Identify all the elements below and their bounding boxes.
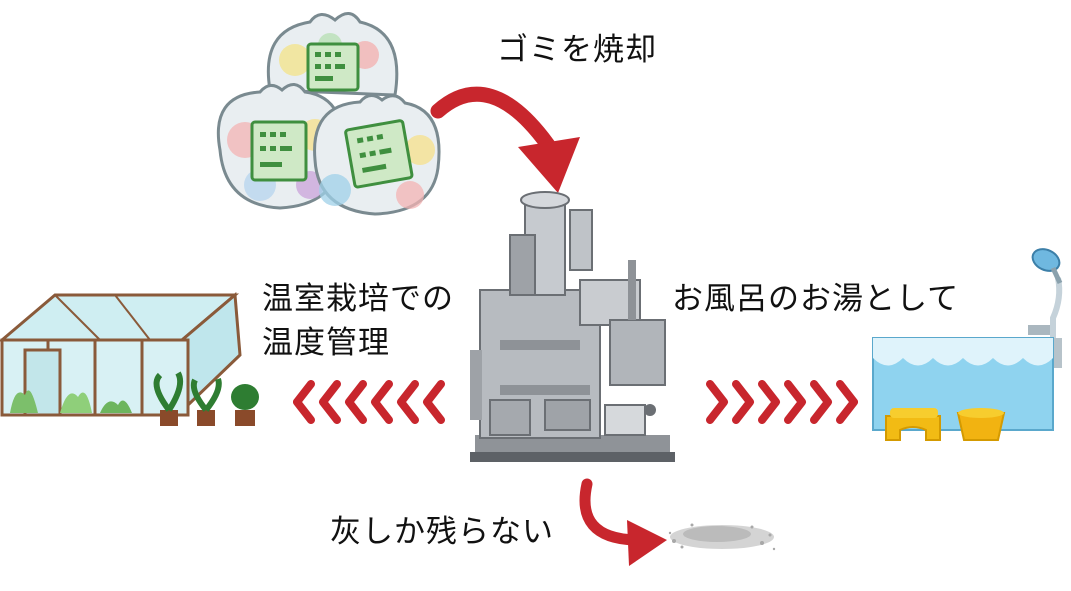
ash-pile-icon (668, 523, 776, 551)
chevron-right-arrows-icon (706, 380, 858, 424)
bathtub-icon (872, 248, 1063, 441)
label-burn-garbage: ゴミを焼却 (497, 32, 657, 68)
curved-arrow-ash-icon (579, 478, 667, 566)
label-bath-water: お風呂のお湯として (672, 281, 960, 317)
greenhouse-icon (0, 291, 259, 426)
chevron-left-arrows-icon (293, 380, 445, 424)
curved-arrow-down-icon (430, 86, 580, 193)
label-greenhouse-line1: 温室栽培での (262, 281, 454, 317)
garbage-bags-icon (216, 12, 441, 216)
incinerator-machine-image (470, 191, 675, 462)
label-only-ash-remains: 灰しか残らない (330, 514, 554, 550)
label-greenhouse-line2: 温度管理 (262, 325, 390, 361)
